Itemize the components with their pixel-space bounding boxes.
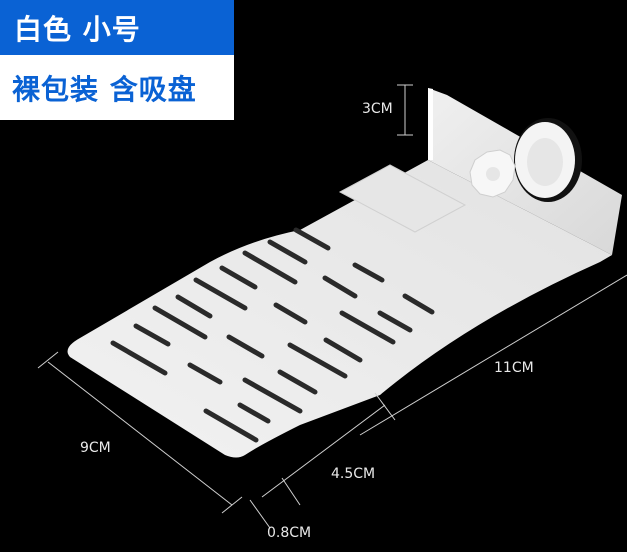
variant-packaging: 裸包装 含吸盘 [0,55,234,120]
suction-cup-icon [514,118,582,202]
drain-slots [110,227,435,443]
height-dimension-label: 3CM [362,101,393,117]
adjustment-knob-icon [469,149,516,198]
thickness-dimension-label: 0.8CM [267,525,312,541]
ramp-dimension-label: 4.5CM [331,466,376,482]
dimension-lines [37,84,627,529]
product-variant-badge: 白色 小号 裸包装 含吸盘 [0,0,234,120]
variant-color-size: 白色 小号 [0,0,234,55]
width-dimension-label: 9CM [80,440,111,456]
length-dimension-label: 11CM [494,360,534,376]
platform-plate [67,160,613,458]
